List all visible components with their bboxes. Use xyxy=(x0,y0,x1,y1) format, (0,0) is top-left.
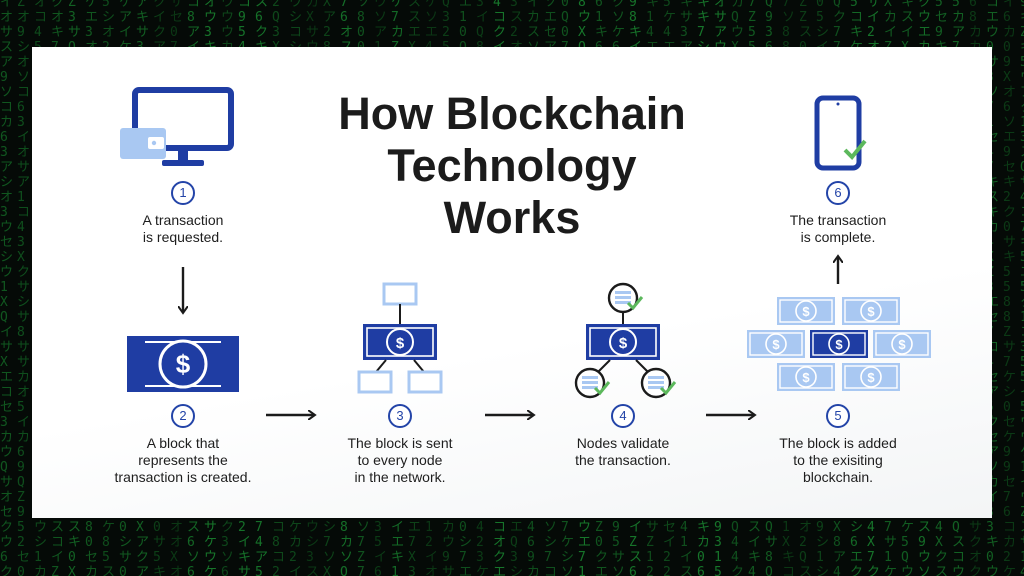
step-6-line-1: The transaction xyxy=(789,212,887,228)
validation-nodes-icon: $ xyxy=(574,282,677,399)
step-6-number: 6 xyxy=(826,181,850,205)
matrix-column: 89キZキ5ウアク13スQサ4コ7キ5エ5ク1コ355イ5ウウケ1イウZスサ14 xyxy=(1020,0,1024,576)
currency-symbol: $ xyxy=(176,349,191,379)
currency-symbol: $ xyxy=(802,304,810,319)
step-4-number: 4 xyxy=(611,404,635,428)
network-block-icon: $ xyxy=(357,282,443,394)
checkmark-icon xyxy=(843,139,867,160)
matrix-column: セイオサスア9ソコカ63アシオ3ウセシウ1XQイサXエコセ3カウQサオセクウ6ク xyxy=(0,0,14,576)
chain-block: $ xyxy=(873,330,931,358)
step-2-line-2: represents the xyxy=(138,452,228,468)
step-1-number: 1 xyxy=(171,181,195,205)
step-2-number: 2 xyxy=(171,404,195,428)
chain-block: $ xyxy=(777,297,835,325)
step-3-number: 3 xyxy=(388,404,412,428)
step-3-caption: The block is sent to every node in the n… xyxy=(300,435,500,486)
step-5-line-3: blockchain. xyxy=(802,469,874,485)
step-5-number: 5 xyxy=(826,404,850,428)
step-6-line-2: is complete. xyxy=(800,229,876,245)
step-4-caption: Nodes validate the transaction. xyxy=(523,435,723,469)
currency-symbol: $ xyxy=(898,337,906,352)
diagram-title: How Blockchain Technology Works xyxy=(0,88,1024,244)
chain-block: $ xyxy=(777,363,835,391)
blockchain-blocks-icon: $ $ $ $ $ $ $ xyxy=(747,297,931,391)
svg-text:$: $ xyxy=(619,335,628,352)
step-5-line-1: The block is added xyxy=(779,435,897,451)
step-1-line-2: is requested. xyxy=(142,229,224,245)
step-3-line-3: in the network. xyxy=(354,469,446,485)
step-3-line-1: The block is sent xyxy=(347,435,453,451)
currency-symbol: $ xyxy=(802,370,810,385)
step-2-caption: A block that represents the transaction … xyxy=(83,435,283,486)
banknote-icon: $ xyxy=(127,336,239,392)
step-3-line-2: to every node xyxy=(357,452,443,468)
step-4-line-2: the transaction. xyxy=(575,452,671,468)
chain-block: $ xyxy=(842,297,900,325)
title-line-1: How Blockchain xyxy=(338,88,686,139)
step-4-line-1: Nodes validate xyxy=(576,435,670,451)
matrix-column: アイ6カ09Xオ6ソエ9セキ2ク0サキ5588Zサ7ケシ0セケ99セ76コカ2ケ xyxy=(1003,0,1017,576)
step-2-line-3: transaction is created. xyxy=(114,469,252,485)
step-1-line-1: A transaction xyxy=(142,212,224,228)
step-5-caption: The block is added to the exisiting bloc… xyxy=(738,435,938,486)
step-5-line-2: to the exisiting xyxy=(793,452,883,468)
currency-symbol: $ xyxy=(867,304,875,319)
chain-block: $ xyxy=(747,330,805,358)
wallet-icon xyxy=(120,128,166,159)
step-2-line-1: A block that xyxy=(146,435,220,451)
currency-symbol: $ xyxy=(867,370,875,385)
currency-symbol: $ xyxy=(835,337,843,352)
title-line-2: Technology xyxy=(387,140,637,191)
chain-block: $ xyxy=(842,363,900,391)
step-6-caption: The transaction is complete. xyxy=(738,212,938,246)
step-1-caption: A transaction is requested. xyxy=(83,212,283,246)
current-block: $ xyxy=(810,330,868,358)
matrix-column: アZオ9シオソコ63イオサア1コ43Xクサシサ8ササカオ5イカ69QZ952セ0 xyxy=(17,0,31,576)
smartphone-icon xyxy=(814,95,862,171)
svg-text:$: $ xyxy=(396,335,405,352)
currency-symbol: $ xyxy=(772,337,780,352)
title-line-3: Works xyxy=(443,192,581,243)
